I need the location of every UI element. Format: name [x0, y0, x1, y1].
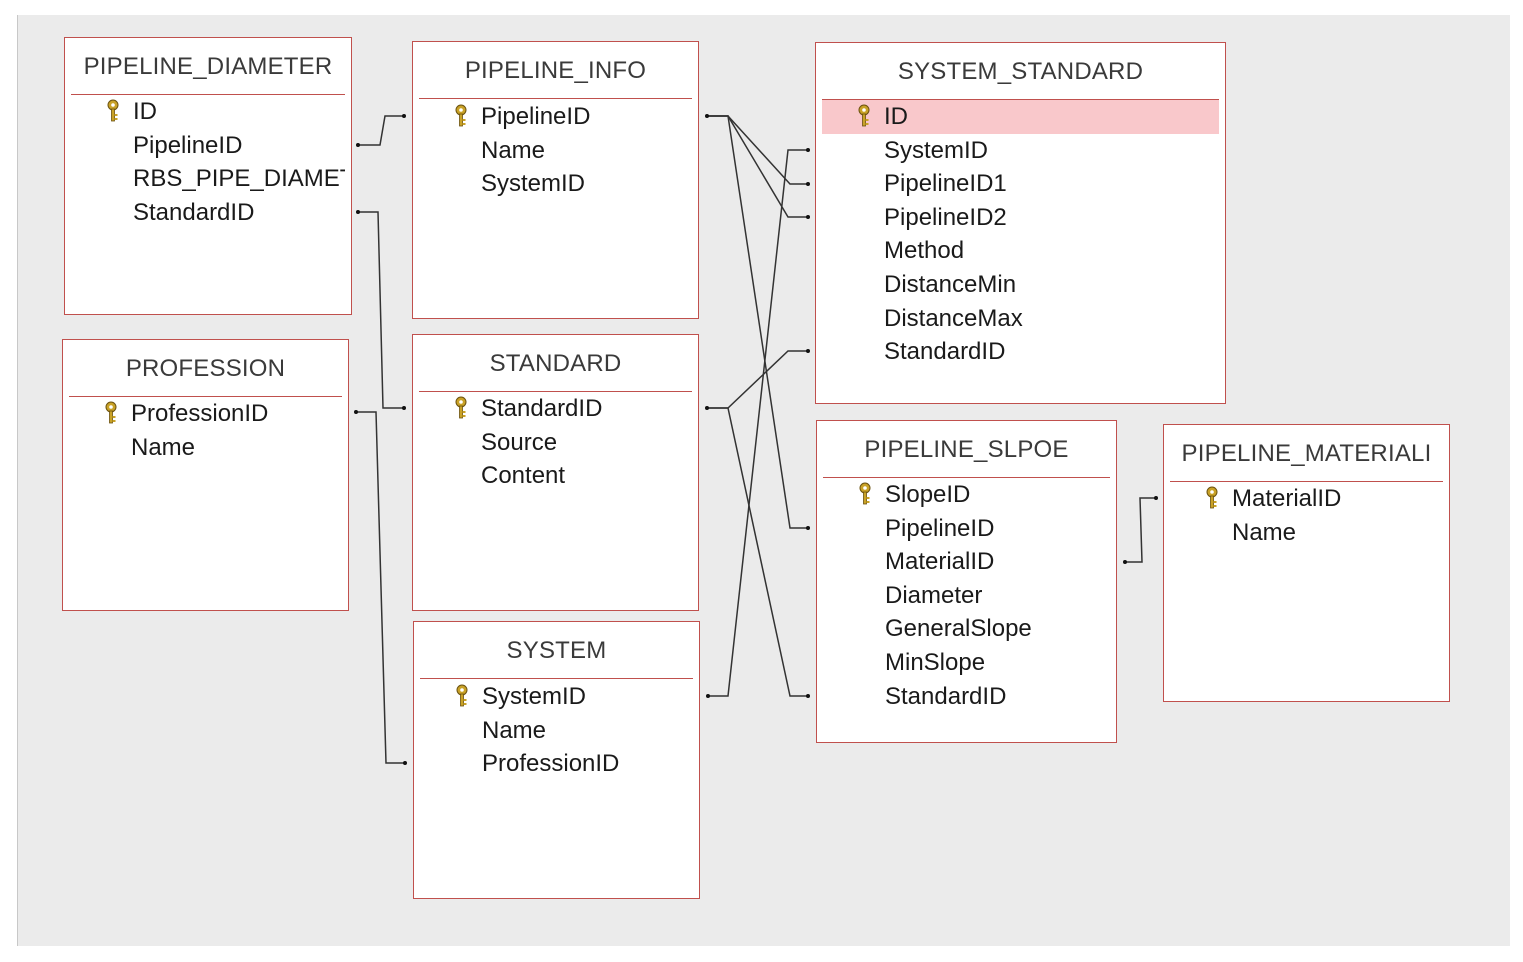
table-pipeline-slpoe[interactable]: PIPELINE_SLPOE SlopeID PipelineID Materi…: [816, 420, 1117, 743]
field-name: StandardID: [133, 198, 255, 226]
field-name: ProfessionID: [482, 750, 620, 778]
field-name: MaterialID: [885, 548, 995, 576]
field-row[interactable]: ProfessionID: [420, 747, 693, 781]
key-icon: [107, 99, 119, 122]
field-row[interactable]: SystemID: [822, 134, 1219, 168]
field-name: SystemID: [884, 136, 989, 164]
table-title: PIPELINE_MATERIALI: [1181, 440, 1432, 467]
table-pipeline-diameter[interactable]: PIPELINE_DIAMETER ID PipelineID RBS_PIPE…: [64, 37, 352, 315]
field-row[interactable]: Diameter: [823, 579, 1110, 613]
field-row[interactable]: Name: [69, 431, 342, 465]
field-name: SystemID: [481, 170, 586, 198]
field-row-selected[interactable]: ID: [822, 100, 1219, 134]
key-icon: [859, 482, 871, 505]
field-name: PipelineID: [133, 131, 243, 159]
field-name: Diameter: [885, 581, 983, 609]
table-profession[interactable]: PROFESSION ProfessionID Name: [62, 339, 349, 611]
field-name: Name: [482, 716, 547, 744]
field-row[interactable]: Name: [419, 134, 692, 168]
table-title: PIPELINE_INFO: [464, 57, 647, 84]
field-name: StandardID: [481, 395, 603, 422]
field-row[interactable]: PipelineID2: [822, 201, 1219, 235]
table-pipeline-info[interactable]: PIPELINE_INFO PipelineID Name SystemID: [412, 41, 699, 319]
title-separator: [823, 477, 1110, 478]
field-name: ID: [133, 98, 157, 125]
field-row[interactable]: SystemID: [419, 167, 692, 201]
field-row[interactable]: Source: [419, 426, 692, 460]
field-row[interactable]: PipelineID: [419, 100, 692, 134]
title-separator: [420, 678, 693, 679]
field-row[interactable]: MinSlope: [823, 646, 1110, 680]
field-row[interactable]: StandardID: [823, 680, 1110, 714]
field-row[interactable]: ID: [71, 95, 345, 129]
field-name: Content: [481, 462, 566, 490]
field-row[interactable]: StandardID: [71, 196, 345, 230]
field-name: SystemID: [482, 683, 587, 710]
table-title: SYSTEM: [506, 637, 607, 664]
field-name: Name: [481, 136, 546, 164]
field-name: Method: [884, 237, 965, 265]
key-icon: [1206, 486, 1218, 509]
key-icon: [455, 396, 467, 419]
field-row[interactable]: DistanceMin: [822, 268, 1219, 302]
table-standard[interactable]: STANDARD StandardID Source Content: [412, 334, 699, 611]
title-separator: [1170, 481, 1443, 482]
table-title: STANDARD: [489, 350, 622, 377]
key-icon: [455, 104, 467, 127]
field-name: SlopeID: [885, 481, 971, 508]
title-separator: [71, 94, 345, 95]
field-row[interactable]: MaterialID: [823, 545, 1110, 579]
table-title: PIPELINE_SLPOE: [864, 436, 1069, 463]
key-icon: [456, 684, 468, 707]
field-name: DistanceMin: [884, 270, 1017, 298]
field-row[interactable]: Name: [420, 714, 693, 748]
field-name: GeneralSlope: [885, 615, 1032, 643]
table-pipeline-materiali[interactable]: PIPELINE_MATERIALI MaterialID Name: [1163, 424, 1450, 702]
field-row[interactable]: Method: [822, 234, 1219, 268]
field-name: MinSlope: [885, 648, 986, 676]
field-row[interactable]: PipelineID: [71, 129, 345, 163]
field-name: DistanceMax: [884, 304, 1023, 332]
field-row[interactable]: SystemID: [420, 680, 693, 714]
field-row[interactable]: RBS_PIPE_DIAMETI: [71, 162, 345, 196]
table-title: SYSTEM_STANDARD: [897, 58, 1144, 85]
field-row[interactable]: Name: [1170, 516, 1443, 550]
field-name: PipelineID: [885, 514, 995, 542]
field-row[interactable]: PipelineID1: [822, 167, 1219, 201]
key-icon: [105, 401, 117, 424]
field-name: Name: [131, 433, 196, 461]
field-row[interactable]: SlopeID: [823, 478, 1110, 512]
field-row[interactable]: ProfessionID: [69, 397, 342, 431]
field-name: StandardID: [884, 338, 1006, 366]
field-name: PipelineID: [481, 103, 591, 130]
key-icon: [858, 104, 870, 127]
field-row[interactable]: GeneralSlope: [823, 612, 1110, 646]
field-name: PipelineID2: [884, 203, 1007, 231]
field-name: PipelineID1: [884, 170, 1007, 198]
title-separator: [822, 99, 1219, 100]
field-name: ProfessionID: [131, 400, 269, 427]
title-separator: [69, 396, 342, 397]
title-separator: [419, 391, 692, 392]
field-row[interactable]: StandardID: [419, 392, 692, 426]
table-title: PROFESSION: [125, 355, 286, 382]
field-name: Source: [481, 428, 558, 456]
field-name: MaterialID: [1232, 485, 1342, 512]
table-system[interactable]: SYSTEM SystemID Name ProfessionID: [413, 621, 700, 899]
title-separator: [419, 98, 692, 99]
field-row[interactable]: DistanceMax: [822, 302, 1219, 336]
field-row[interactable]: StandardID: [822, 335, 1219, 369]
field-name: Name: [1232, 518, 1297, 546]
field-row[interactable]: MaterialID: [1170, 482, 1443, 516]
table-title: PIPELINE_DIAMETER: [83, 53, 333, 80]
field-row[interactable]: PipelineID: [823, 512, 1110, 546]
table-system-standard[interactable]: SYSTEM_STANDARD ID SystemID PipelineID1 …: [815, 42, 1226, 404]
field-name: ID: [884, 103, 908, 130]
field-name: StandardID: [885, 682, 1007, 710]
field-row[interactable]: Content: [419, 459, 692, 493]
field-name: RBS_PIPE_DIAMETI: [133, 165, 345, 193]
